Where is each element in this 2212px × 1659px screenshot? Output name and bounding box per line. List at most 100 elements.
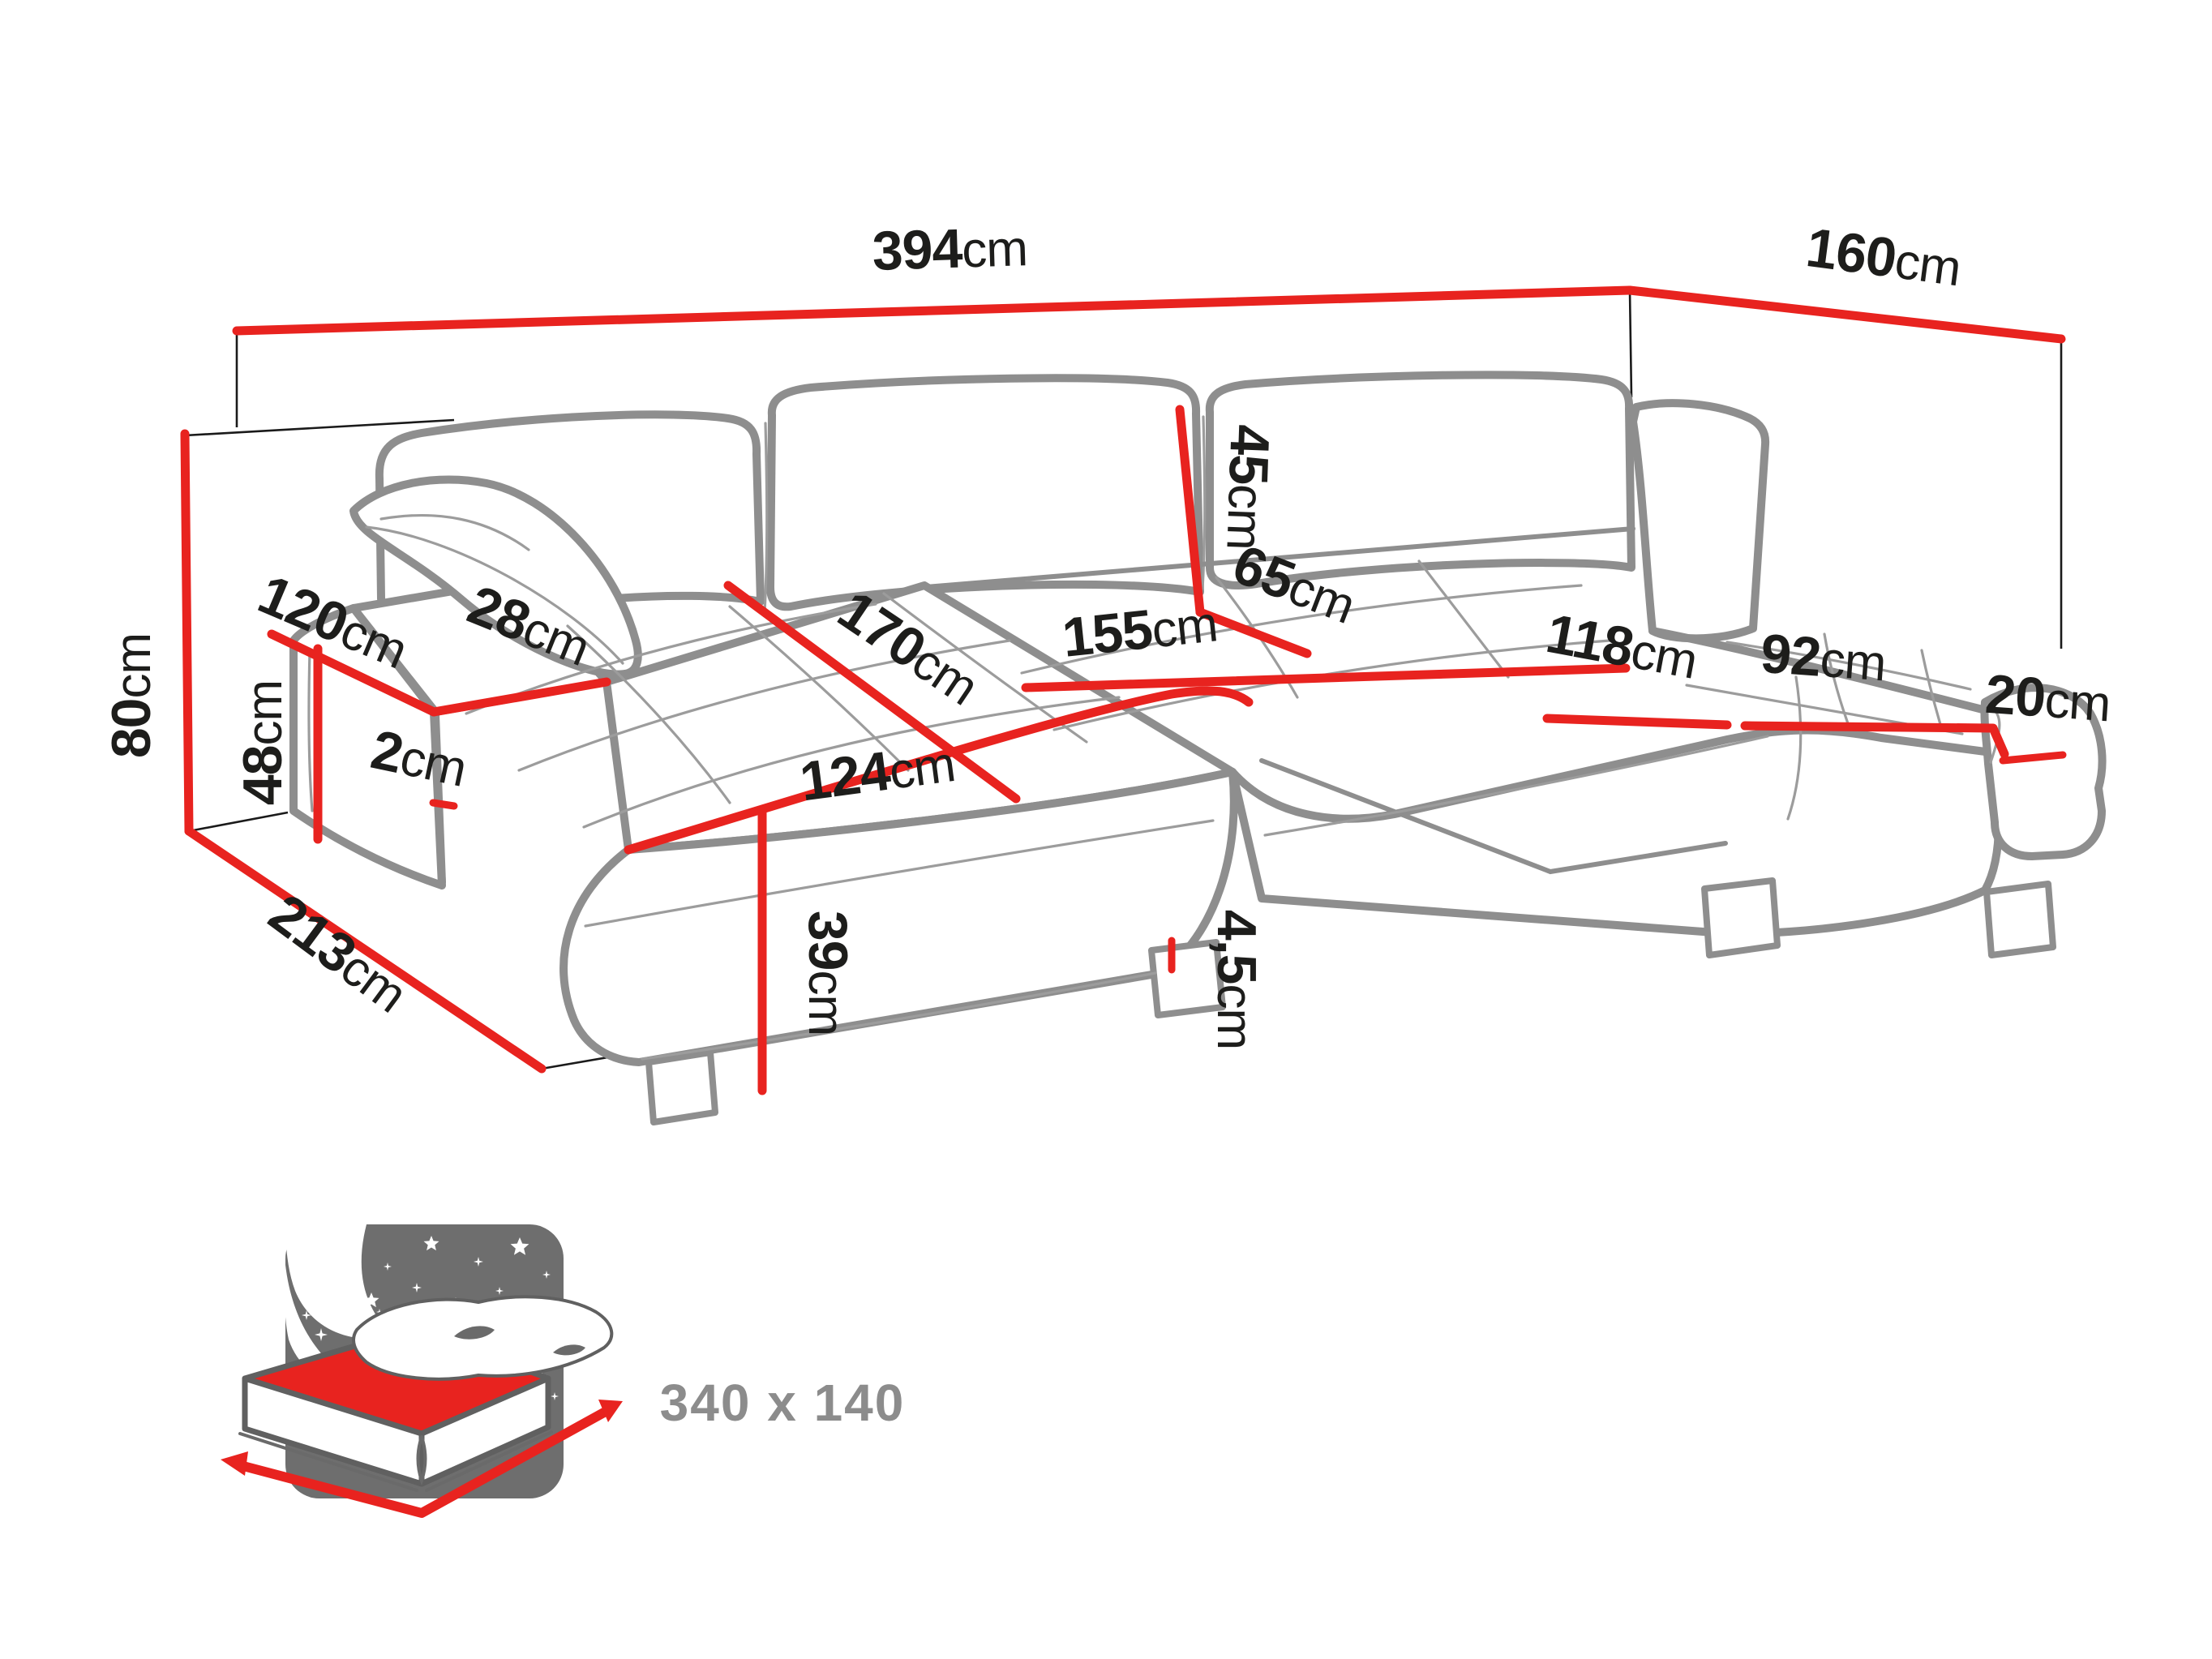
curtain-swoosh-small xyxy=(284,1265,360,1386)
dim-160-number: 160 xyxy=(1803,216,1899,289)
sofa-back-cushion-seam-2 xyxy=(1201,415,1207,590)
dim-label-chaise-front-width: 124cm xyxy=(796,731,958,812)
dim-label-backrest-height: 45cm xyxy=(1215,423,1280,551)
star-icon xyxy=(510,1237,529,1255)
dim-2-unit: cm xyxy=(396,730,471,798)
bed-size-label: 340 x 140 xyxy=(660,1374,906,1432)
dim-line-45 xyxy=(1175,405,1205,617)
star-icon xyxy=(551,1392,559,1400)
sofa-back-cushion-3 xyxy=(1205,371,1635,589)
star-icon xyxy=(474,1257,483,1267)
dim-20-unit: cm xyxy=(2043,672,2112,732)
projection-line-bottom-left-a xyxy=(188,811,289,833)
sofa-seat-rear-edge xyxy=(924,526,1635,589)
dim-tick-2 xyxy=(429,799,458,810)
dim-label-leg-height: 4,5cm xyxy=(1206,910,1267,1049)
sofa-left-chaise-front-contour xyxy=(584,819,1215,928)
sofa-base-edge xyxy=(1259,758,1728,875)
dim-124-unit: cm xyxy=(886,736,958,800)
dim-line-118 xyxy=(1542,714,1732,730)
dimension-lines xyxy=(180,285,2067,1095)
dim-label-right-seat-front-width: 92cm xyxy=(1759,623,1888,693)
dim-39-number: 39 xyxy=(797,911,859,971)
bed-size-arrow xyxy=(238,1404,615,1518)
bed-base-edge-left xyxy=(238,1432,418,1492)
star-icon xyxy=(384,1262,392,1271)
sofa-right-armrest xyxy=(1980,684,2107,860)
sofa-back-cushion-seam-1 xyxy=(763,422,769,614)
sofa-foot-left-chaise-left xyxy=(645,1049,718,1125)
dim-48-number: 48 xyxy=(232,746,294,806)
dim-tick-20 xyxy=(1999,751,2067,765)
dim-label-backrest-gap: 2cm xyxy=(366,718,472,799)
sofa-right-chaise-rear-edge xyxy=(1648,627,1987,714)
dim-line-120 xyxy=(267,629,439,717)
projection-line-top-right xyxy=(1628,289,1633,398)
projection-line-height-top xyxy=(184,418,455,437)
dim-394-number: 394 xyxy=(872,218,964,282)
bed-pillow-shadow-2 xyxy=(553,1344,585,1356)
sofa-back-cushion-right xyxy=(1629,399,1770,643)
dim-label-seat-height: 39cm xyxy=(797,911,859,1035)
dim-92-unit: cm xyxy=(1819,632,1888,692)
dim-label-total-height: 80cm xyxy=(101,633,162,758)
sofa-middle-front-face xyxy=(1228,726,2004,938)
dim-line-213 xyxy=(184,826,547,1074)
dim-39-unit: cm xyxy=(798,970,854,1035)
star-icon xyxy=(495,1287,504,1295)
dim-line-160 xyxy=(1625,285,2066,344)
dim-label-armrest-height: 48cm xyxy=(232,680,294,805)
sofa-left-armrest-stitch xyxy=(307,649,314,812)
sofa-foot-middle-right xyxy=(1701,877,1781,958)
bed-corner-crease xyxy=(416,1435,427,1486)
sofa-armrest-pillow-edge xyxy=(379,513,530,551)
star-icon xyxy=(412,1283,422,1292)
bed-pillows xyxy=(352,1295,614,1381)
bed-base-edge-right xyxy=(425,1430,553,1492)
curtain-swoosh-icon xyxy=(285,1224,394,1340)
sleeping-function-icon: 340 x 140 xyxy=(221,1224,906,1518)
sofa-right-chaise-seam xyxy=(1786,675,1803,821)
sofa-back-cushion-2 xyxy=(766,374,1204,611)
dim-45-unit: cm xyxy=(1215,483,1274,551)
dim-line-124 xyxy=(624,686,1254,855)
dim-4-5-number: 4,5 xyxy=(1206,910,1267,984)
dim-line-92 xyxy=(1740,721,2009,759)
dim-line-65 xyxy=(1195,607,1312,658)
dim-80-number: 80 xyxy=(101,699,162,759)
star-icon xyxy=(315,1328,328,1341)
star-icon xyxy=(423,1236,439,1251)
dim-155-number: 155 xyxy=(1060,598,1155,669)
dim-4-5-unit: cm xyxy=(1207,984,1262,1049)
bed-side-right xyxy=(418,1375,551,1487)
dim-118-unit: cm xyxy=(1627,623,1701,690)
bed-pillow-shadow-1 xyxy=(454,1326,495,1340)
dim-394-unit: cm xyxy=(961,221,1028,278)
sofa-left-armrest-inner-edge xyxy=(435,713,446,885)
sofa-right-armrest-inner-line xyxy=(1987,704,2001,764)
dim-92-number: 92 xyxy=(1759,623,1823,688)
dim-label-total-width: 394cm xyxy=(872,216,1028,282)
arrow-head-left-icon xyxy=(221,1451,248,1476)
dim-80-unit: cm xyxy=(105,633,161,699)
dim-20-number: 20 xyxy=(1983,663,2047,729)
dim-45-number: 45 xyxy=(1217,423,1281,485)
dim-line-28 xyxy=(429,677,611,717)
sofa-drawing xyxy=(289,371,2107,1125)
bed-icon xyxy=(221,1295,623,1518)
dim-label-middle-seat-width: 155cm xyxy=(1060,591,1220,669)
dim-label-right-armrest-width: 20cm xyxy=(1983,663,2112,734)
star-icon xyxy=(542,1271,551,1279)
sofa-foot-right-armrest xyxy=(1983,881,2056,958)
projection-lines xyxy=(184,289,2063,1070)
arrow-head-right-icon xyxy=(598,1400,623,1422)
dim-label-left-depth: 213cm xyxy=(258,882,419,1024)
dim-48-unit: cm xyxy=(237,680,293,746)
dim-124-number: 124 xyxy=(796,739,894,812)
dim-line-155 xyxy=(1021,663,1631,692)
dim-160-unit: cm xyxy=(1892,233,1964,297)
dim-line-394 xyxy=(232,285,1635,336)
dim-line-170 xyxy=(723,581,1021,804)
